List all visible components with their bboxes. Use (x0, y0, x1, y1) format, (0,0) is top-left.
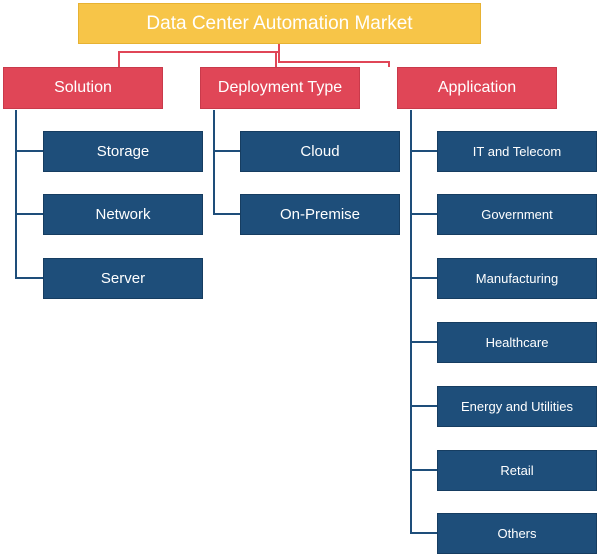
leaf-server: Server (43, 258, 203, 299)
connector-root-deployment (278, 52, 390, 67)
leaf-others: Others (437, 513, 597, 554)
leaf-on-premise: On-Premise (240, 194, 400, 235)
leaf-it-and-telecom: IT and Telecom (437, 131, 597, 172)
leaf-network: Network (43, 194, 203, 235)
category-solution: Solution (3, 67, 163, 109)
connector-root-solution (118, 44, 280, 67)
leaf-cloud: Cloud (240, 131, 400, 172)
connector-application-trunk (410, 110, 437, 534)
leaf-retail: Retail (437, 450, 597, 491)
root-node: Data Center Automation Market (78, 3, 481, 44)
category-deployment-type: Deployment Type (200, 67, 360, 109)
leaf-manufacturing: Manufacturing (437, 258, 597, 299)
connector-root-application (275, 51, 279, 67)
leaf-energy-and-utilities: Energy and Utilities (437, 386, 597, 427)
category-application: Application (397, 67, 557, 109)
leaf-healthcare: Healthcare (437, 322, 597, 363)
connector-deployment-trunk (213, 110, 240, 215)
leaf-government: Government (437, 194, 597, 235)
leaf-storage: Storage (43, 131, 203, 172)
connector-solution-trunk (15, 110, 43, 279)
